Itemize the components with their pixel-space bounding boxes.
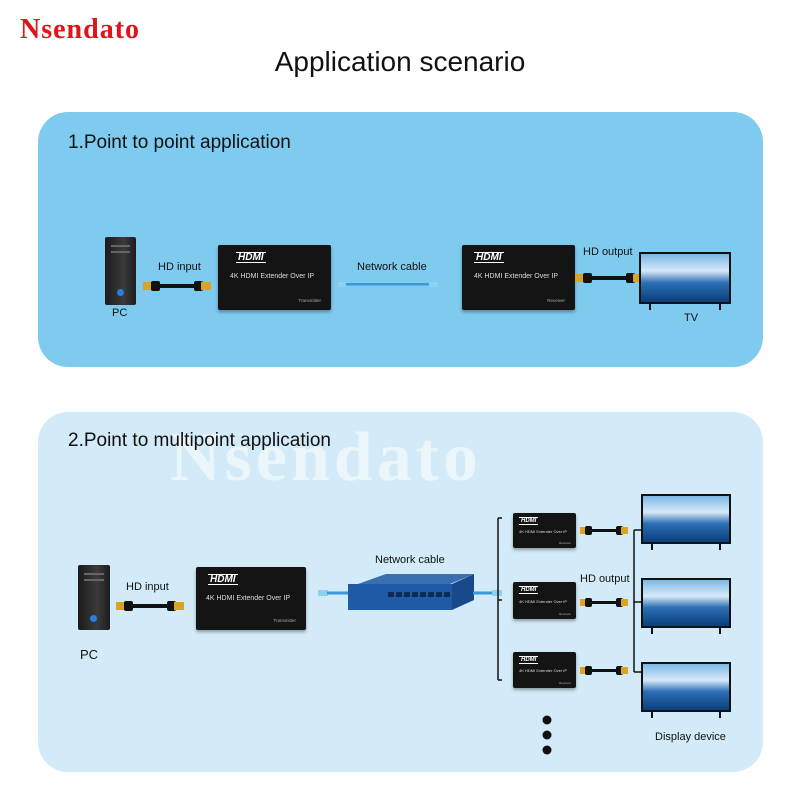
- tv-label: TV: [684, 312, 699, 324]
- hdmi-cable-icon: [580, 526, 628, 535]
- hdmi-cable-icon: [143, 281, 211, 291]
- transmitter-device: HDMI 4K HDMI Extender Over IP Transmitte…: [196, 567, 306, 630]
- connection-bracket: [633, 529, 642, 673]
- connection-bracket: [497, 517, 502, 681]
- display-device-label: Display device: [655, 731, 726, 743]
- device-model-label: 4K HDMI Extender Over IP: [519, 599, 568, 604]
- device-role-label: Transmitter: [273, 618, 296, 623]
- tv-icon: [641, 662, 731, 718]
- hd-output-label: HD output: [580, 573, 630, 585]
- tv-icon: [639, 252, 731, 310]
- transmitter-device: HDMI 4K HDMI Extender Over IP Transmitte…: [218, 245, 331, 310]
- network-cable-label: Network cable: [375, 554, 445, 566]
- page-title: Application scenario: [274, 46, 526, 77]
- receiver-device: HDMI 4K HDMI Extender Over IP Receiver: [513, 513, 576, 548]
- network-cable-icon: [338, 282, 438, 287]
- pc-label: PC: [112, 307, 128, 319]
- watermark: Nsendato: [170, 419, 483, 496]
- network-switch-icon: [318, 574, 502, 610]
- hdmi-cable-icon: [575, 273, 643, 283]
- pc-tower-icon: [105, 237, 136, 305]
- device-role-label: Transmitter: [298, 298, 321, 303]
- device-model-label: 4K HDMI Extender Over IP: [230, 273, 315, 280]
- device-role-label: Receiver: [559, 681, 571, 685]
- hdmi-logo: HDMI: [474, 252, 504, 263]
- ellipsis-icon: [542, 715, 552, 755]
- hd-input-label: HD input: [126, 581, 169, 593]
- device-model-label: 4K HDMI Extender Over IP: [519, 529, 568, 534]
- hdmi-cable-icon: [580, 666, 628, 675]
- device-model-label: 4K HDMI Extender Over IP: [206, 595, 291, 602]
- receiver-device: HDMI 4K HDMI Extender Over IP Receiver: [513, 582, 576, 619]
- hdmi-logo: HDMI: [519, 656, 539, 664]
- tv-icon: [641, 494, 731, 550]
- section2-title: 2.Point to multipoint application: [68, 430, 331, 451]
- brand-logo: Nsendato: [20, 14, 141, 45]
- device-role-label: Receiver: [547, 298, 565, 303]
- point-to-point-panel: [38, 112, 763, 367]
- hdmi-cable-icon: [116, 601, 184, 611]
- section1-title: 1.Point to point application: [68, 132, 291, 153]
- hdmi-logo: HDMI: [519, 586, 539, 594]
- hdmi-logo: HDMI: [208, 574, 238, 585]
- device-role-label: Receiver: [559, 612, 571, 616]
- device-model-label: 4K HDMI Extender Over IP: [474, 273, 559, 280]
- hd-output-label: HD output: [583, 246, 633, 258]
- device-role-label: Receiver: [559, 541, 571, 545]
- pc-label: PC: [80, 647, 99, 662]
- tv-icon: [641, 578, 731, 634]
- hdmi-logo: HDMI: [236, 252, 266, 263]
- pc-tower-icon: [78, 565, 110, 630]
- hdmi-cable-icon: [580, 598, 628, 607]
- hd-input-label: HD input: [158, 261, 201, 273]
- receiver-device: HDMI 4K HDMI Extender Over IP Receiver: [513, 652, 576, 688]
- receiver-device: HDMI 4K HDMI Extender Over IP Receiver: [462, 245, 575, 310]
- network-cable-label: Network cable: [357, 261, 427, 273]
- hdmi-logo: HDMI: [519, 517, 539, 525]
- device-model-label: 4K HDMI Extender Over IP: [519, 668, 568, 673]
